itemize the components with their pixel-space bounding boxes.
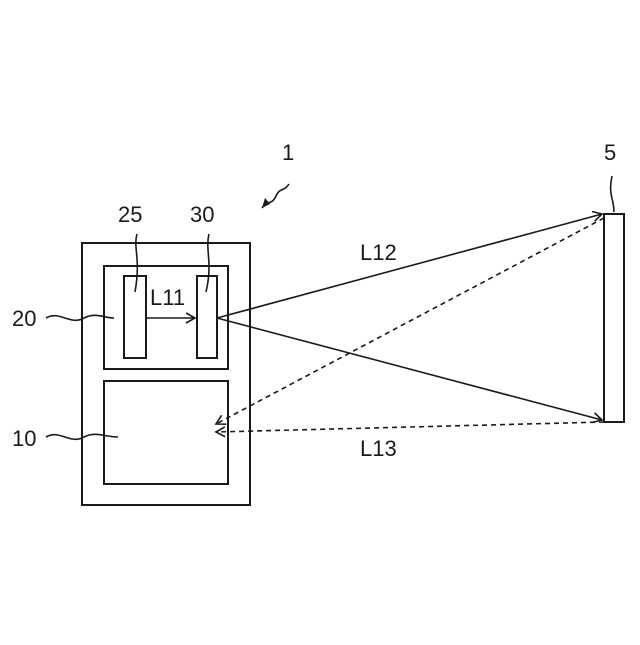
ray-l13-upper: [216, 218, 604, 424]
label-30: 30: [190, 202, 214, 227]
leader-screen: [611, 176, 614, 212]
label-25: 25: [118, 202, 142, 227]
label-l12: L12: [360, 240, 397, 265]
label-l11: L11: [150, 285, 185, 310]
leader-device-arrowhead: [262, 198, 270, 208]
label-20: 20: [12, 306, 36, 331]
ray-l13-lower: [216, 422, 604, 432]
label-screen: 5: [604, 140, 616, 165]
screen-element: [604, 214, 624, 422]
label-l13: L13: [360, 436, 397, 461]
label-10: 10: [12, 426, 36, 451]
ray-l12-lower: [217, 318, 602, 420]
label-device: 1: [282, 140, 294, 165]
ray-l12-upper: [217, 214, 602, 318]
sensor-unit-box: [104, 381, 228, 484]
